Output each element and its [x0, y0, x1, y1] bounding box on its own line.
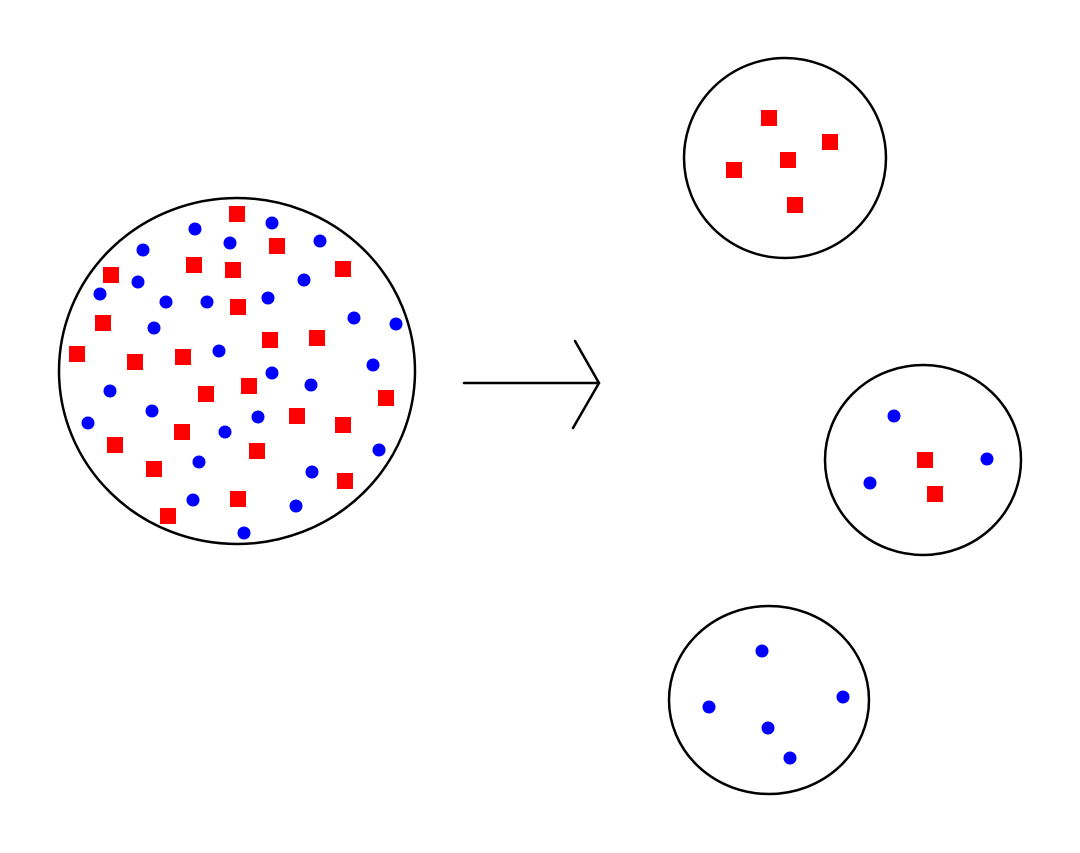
blue-dot: [389, 317, 403, 331]
red-square: [917, 452, 933, 468]
blue-dot: [261, 291, 275, 305]
blue-dot: [783, 751, 797, 765]
source-set-circle: [57, 196, 417, 546]
blue-dot: [265, 366, 279, 380]
blue-dot: [237, 526, 251, 540]
red-square: [241, 378, 257, 394]
blue-dot: [863, 476, 877, 490]
red-square: [95, 315, 111, 331]
blue-dot: [103, 384, 117, 398]
red-square: [337, 473, 353, 489]
blue-dot: [347, 311, 361, 325]
blue-dot: [136, 243, 150, 257]
red-square: [127, 354, 143, 370]
red-square: [69, 346, 85, 362]
red-square: [780, 152, 796, 168]
blue-dot: [366, 358, 380, 372]
red-square: [198, 386, 214, 402]
red-square: [249, 443, 265, 459]
blue-dot: [755, 644, 769, 658]
blue-dot: [200, 295, 214, 309]
blue-dot: [297, 273, 311, 287]
red-square: [225, 262, 241, 278]
blue-dot: [305, 465, 319, 479]
blue-dot: [212, 344, 226, 358]
subset-blue: [667, 604, 871, 796]
red-square: [103, 267, 119, 283]
blue-dot: [313, 234, 327, 248]
subset-red: [682, 56, 888, 260]
blue-dot: [192, 455, 206, 469]
red-square: [309, 330, 325, 346]
blue-dot: [188, 222, 202, 236]
red-square: [160, 508, 176, 524]
subset-mixed: [823, 363, 1023, 557]
blue-dot: [223, 236, 237, 250]
subset-red-circle: [682, 56, 888, 260]
blue-dot: [218, 425, 232, 439]
blue-dot: [887, 409, 901, 423]
red-square: [262, 332, 278, 348]
red-square: [107, 437, 123, 453]
blue-dot: [131, 275, 145, 289]
blue-dot: [761, 721, 775, 735]
blue-dot: [159, 295, 173, 309]
red-square: [229, 206, 245, 222]
blue-dot: [93, 287, 107, 301]
red-square: [186, 257, 202, 273]
blue-dot: [702, 700, 716, 714]
red-square: [335, 261, 351, 277]
blue-dot: [836, 690, 850, 704]
red-square: [269, 238, 285, 254]
blue-dot: [251, 410, 265, 424]
blue-dot: [147, 321, 161, 335]
red-square: [335, 417, 351, 433]
red-square: [927, 486, 943, 502]
red-square: [289, 408, 305, 424]
red-square: [175, 349, 191, 365]
blue-dot: [372, 443, 386, 457]
red-square: [146, 461, 162, 477]
blue-dot: [980, 452, 994, 466]
blue-dot: [145, 404, 159, 418]
red-square: [230, 299, 246, 315]
red-square: [822, 134, 838, 150]
red-square: [761, 110, 777, 126]
subset-mixed-circle: [823, 363, 1023, 557]
blue-dot: [304, 378, 318, 392]
source-set: [57, 196, 417, 546]
red-square: [378, 390, 394, 406]
blue-dot: [186, 493, 200, 507]
blue-dot: [265, 216, 279, 230]
blue-dot: [81, 416, 95, 430]
blue-dot: [289, 499, 303, 513]
red-square: [230, 491, 246, 507]
red-square: [726, 162, 742, 178]
red-square: [174, 424, 190, 440]
subset-blue-circle: [667, 604, 871, 796]
red-square: [787, 197, 803, 213]
arrow-icon: [462, 339, 601, 430]
